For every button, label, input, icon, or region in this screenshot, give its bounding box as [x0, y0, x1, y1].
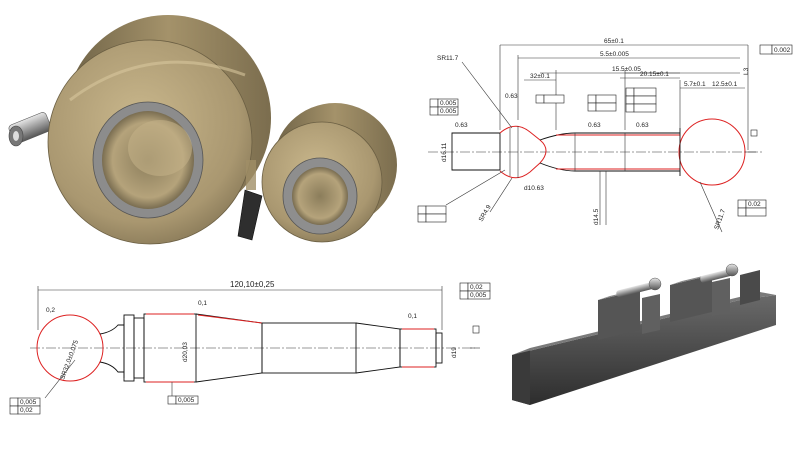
small-wheel-bore: [292, 167, 348, 225]
radius-note-1: SR11.7: [437, 55, 459, 62]
dim-sixth: 5.7±0.1: [684, 81, 706, 88]
tolerance-box-left: 0.005 0.005: [429, 98, 459, 116]
svg-text:0.005: 0.005: [440, 108, 457, 115]
dim-third: 15.5±0.05: [612, 66, 641, 73]
svg-text:0.002: 0.002: [774, 47, 791, 54]
tolerance-box-left: 0,005 0,02: [9, 397, 41, 415]
tolerance-box-bottomright: 0.02: [737, 199, 767, 217]
svg-text:0.005: 0.005: [440, 100, 457, 107]
overall-length: 120,10±0,25: [230, 280, 275, 289]
dim-seventh: 12.5±0.1: [712, 81, 738, 88]
dim-fifth: 20.15±0.1: [640, 71, 669, 78]
fixture-block-2: [670, 275, 712, 322]
fixture-shaft-2: [700, 263, 739, 283]
dim-fourth: 32±0.1: [530, 73, 550, 80]
roughness-2: 0,1: [198, 300, 207, 307]
spindle-part: [8, 112, 52, 147]
bottom-dim: SR4.9: [478, 204, 493, 223]
svg-text:0,005: 0,005: [178, 397, 195, 404]
svg-text:0,02: 0,02: [20, 407, 33, 414]
technical-drawing-2: 120,10±0,25 0,02 0,005 0,005 0,02 0,005 …: [9, 280, 491, 415]
sr-right: SR11.7: [713, 208, 727, 231]
roughness-3: 0.63: [636, 122, 649, 129]
roughness-2: 0.63: [588, 122, 601, 129]
roughness-3: 0,1: [408, 313, 417, 320]
tolerance-box-bottom: 0,005: [167, 395, 199, 405]
dim-overall: 65±0.1: [604, 38, 624, 45]
svg-text:0.02: 0.02: [748, 201, 761, 208]
rolling-wheels-render: [8, 15, 397, 245]
svg-text:0,005: 0,005: [470, 292, 487, 299]
diameter-right: d19: [451, 347, 458, 358]
tolerance-box-top: 0,02 0,005: [459, 282, 491, 300]
tolerance-box-mid: [535, 87, 657, 113]
diameter-2: d10.63: [524, 185, 544, 192]
diameter-mid: d20,03: [182, 342, 189, 362]
diameter-3: d14.5: [593, 208, 600, 225]
radius-note-2: 0.63: [505, 93, 518, 100]
blade-part: [237, 189, 263, 241]
fixture-render: [512, 263, 776, 405]
fixture-shaft-1: [616, 277, 662, 298]
fixture-block-1: [598, 290, 640, 340]
svg-text:0,005: 0,005: [20, 399, 37, 406]
svg-text:0,02: 0,02: [470, 284, 483, 291]
fixture-base: [512, 295, 776, 405]
right-note: L3: [743, 67, 750, 75]
roughness-1: 0.63: [455, 122, 468, 129]
sr-left: SR32,0±0,075: [59, 339, 80, 381]
tolerance-box-bottomleft: [417, 205, 447, 223]
roughness-1: 0,2: [46, 307, 55, 314]
tolerance-box-topright: 0.002: [759, 44, 793, 55]
diameter-1: d16.11: [441, 142, 448, 162]
technical-drawing-1: 65±0.1 5.5±0.005 15.5±0.05 32±0.1 20.15±…: [417, 38, 793, 233]
dim-second: 5.5±0.005: [600, 51, 629, 58]
